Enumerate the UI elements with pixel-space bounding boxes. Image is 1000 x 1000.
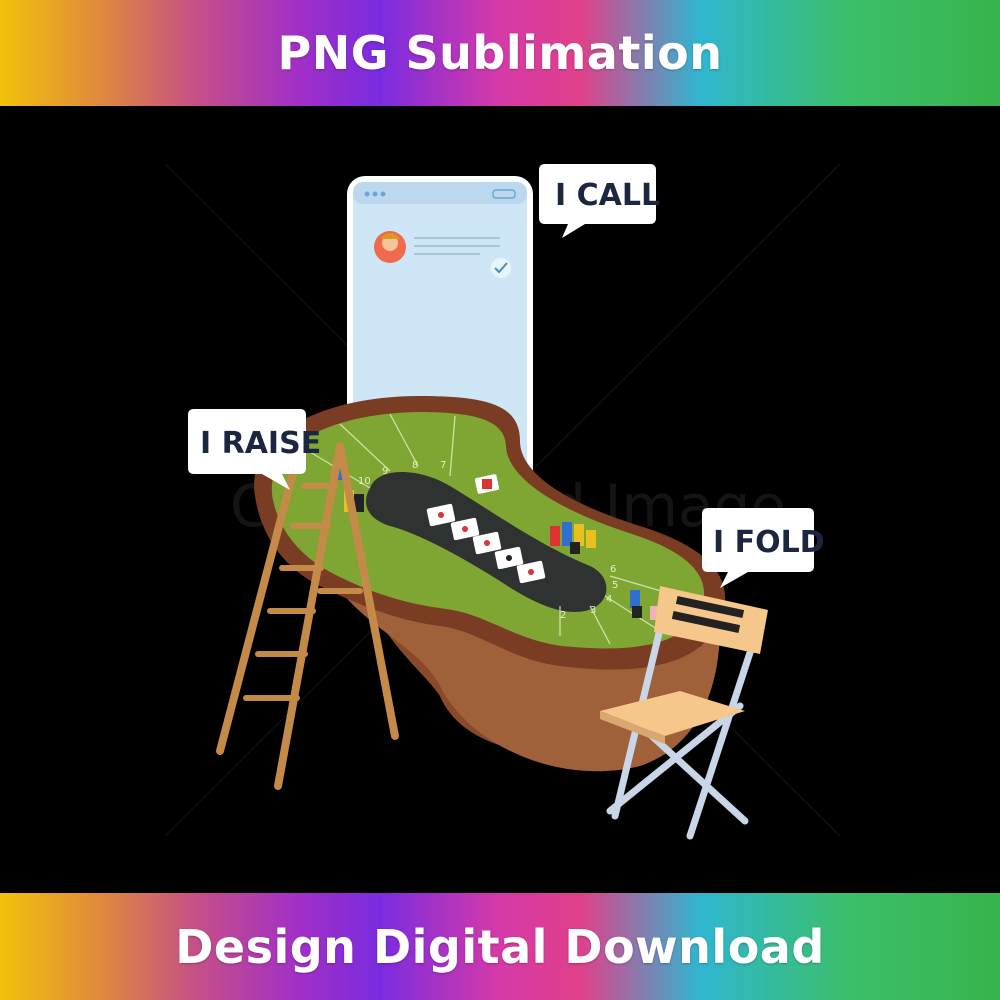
svg-text:8: 8 [412, 460, 418, 471]
svg-text:3: 3 [590, 605, 596, 616]
bubble-call: I CALL [539, 164, 660, 238]
svg-text:7: 7 [440, 460, 446, 471]
bubble-raise: I RAISE [188, 409, 321, 490]
top-banner-text: PNG Sublimation [277, 26, 723, 80]
checkmark-icon [491, 258, 511, 278]
svg-text:5: 5 [612, 580, 618, 591]
phone-dots-icon [364, 191, 386, 197]
svg-text:9: 9 [382, 466, 388, 477]
playing-card-icon [494, 546, 524, 570]
bottom-banner: Design Digital Download [0, 893, 1000, 1000]
poker-illustration: Copyrighted Image [164, 163, 841, 840]
message-lines [414, 237, 500, 255]
top-banner: PNG Sublimation [0, 0, 1000, 106]
seat-lines [299, 413, 696, 645]
svg-text:4: 4 [606, 594, 612, 605]
ladder [216, 442, 399, 790]
svg-text:2: 2 [560, 610, 566, 621]
svg-text:6: 6 [610, 564, 616, 575]
poker-chip-icon [550, 522, 596, 554]
bottom-banner-text: Design Digital Download [175, 919, 825, 974]
playing-card-icon [426, 503, 456, 527]
playing-card-icon [450, 517, 480, 541]
playing-card-icon [472, 531, 502, 555]
svg-text:10: 10 [358, 476, 371, 487]
playing-card-icon [474, 474, 500, 494]
seat-numbers: 7 8 9 10 2 3 4 5 6 [358, 460, 618, 621]
bubble-raise-text: I RAISE [200, 426, 321, 461]
chair [600, 586, 768, 840]
playing-card-icon [516, 560, 546, 584]
avatar-icon [374, 231, 406, 263]
bubble-fold: I FOLD [702, 508, 825, 588]
community-cards [426, 474, 546, 584]
bubble-fold-text: I FOLD [713, 525, 825, 560]
bubble-call-text: I CALL [555, 178, 660, 213]
